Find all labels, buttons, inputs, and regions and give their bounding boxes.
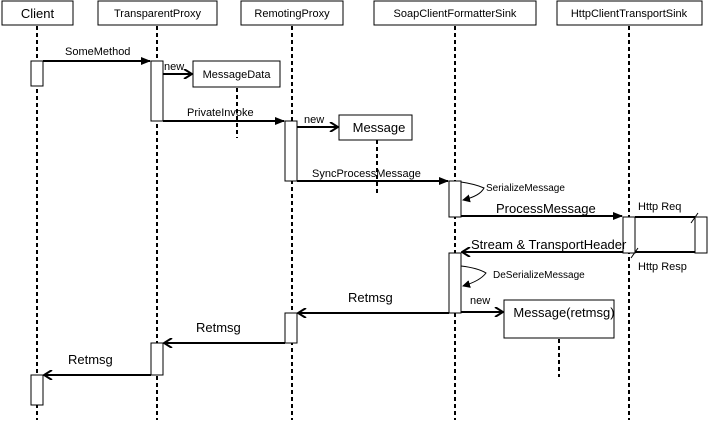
participant-client: Client <box>1 0 74 26</box>
message-http-resp: Http Resp <box>630 247 695 273</box>
message-label: Retmsg <box>68 352 113 367</box>
message-label: SerializeMessage <box>486 183 565 194</box>
participant-remoting-proxy: RemotingProxy <box>240 0 344 26</box>
message-serialize-message: SerializeMessage <box>460 181 565 203</box>
object-label: MessageData <box>203 69 272 81</box>
participant-soap-formatter: SoapClientFormatterSink <box>373 0 537 26</box>
message-label: SyncProcessMessage <box>312 168 421 180</box>
message-deserialize-message: DeSerializeMessage <box>460 265 585 288</box>
message-label: Retmsg <box>348 290 393 305</box>
activation-http-transport-1 <box>622 216 636 254</box>
message-new-message-data: new <box>163 61 192 74</box>
message-label: Stream & TransportHeader <box>471 237 627 252</box>
message-retmsg-3: Retmsg <box>44 352 151 375</box>
object-message-data: MessageData <box>192 60 281 88</box>
message-label: DeSerializeMessage <box>493 270 585 281</box>
participant-label: Client <box>21 6 55 21</box>
message-process-message: ProcessMessage <box>461 201 623 220</box>
activation-remoting-proxy-2 <box>284 312 298 344</box>
message-label: new <box>304 114 324 126</box>
activation-server <box>694 216 708 254</box>
message-retmsg-2: Retmsg <box>164 320 285 343</box>
object-message-retmsg: Message(retmsg) <box>503 299 615 339</box>
message-new-message-retmsg: new <box>461 295 503 312</box>
object-label: Message(retmsg) <box>513 305 614 320</box>
activation-transparent-proxy-2 <box>150 342 164 376</box>
message-label: new <box>470 295 490 307</box>
activation-soap-formatter-2 <box>448 252 462 314</box>
message-label: SomeMethod <box>65 46 130 58</box>
message-label: Http Resp <box>638 261 687 273</box>
activation-remoting-proxy-1 <box>284 120 298 182</box>
message-label: new <box>164 61 184 73</box>
message-label: ProcessMessage <box>496 201 596 216</box>
message-retmsg-1: Retmsg <box>298 290 449 313</box>
message-some-method: SomeMethod <box>43 46 151 65</box>
message-sync-process-message: SyncProcessMessage <box>297 168 449 185</box>
message-private-invoke: PrivateInvoke <box>163 107 285 125</box>
participant-label: HttpClientTransportSink <box>571 8 688 20</box>
message-stream-transport-header: Stream & TransportHeader <box>462 237 627 252</box>
participant-label: RemotingProxy <box>254 8 330 20</box>
participant-label: TransparentProxy <box>114 8 202 20</box>
activation-client-2 <box>30 374 44 406</box>
object-message: Message <box>338 114 413 141</box>
activation-soap-formatter-1 <box>448 180 462 218</box>
object-label: Message <box>353 120 406 135</box>
message-label: PrivateInvoke <box>187 107 254 119</box>
activation-client-1 <box>30 60 44 87</box>
participant-label: SoapClientFormatterSink <box>394 8 517 20</box>
participant-transparent-proxy: TransparentProxy <box>97 0 218 26</box>
participant-http-transport: HttpClientTransportSink <box>556 0 703 26</box>
activation-transparent-proxy-1 <box>150 60 164 122</box>
message-new-message: new <box>297 114 338 127</box>
message-label: Http Req <box>638 201 681 213</box>
message-label: Retmsg <box>196 320 241 335</box>
message-http-req: Http Req <box>635 201 699 224</box>
